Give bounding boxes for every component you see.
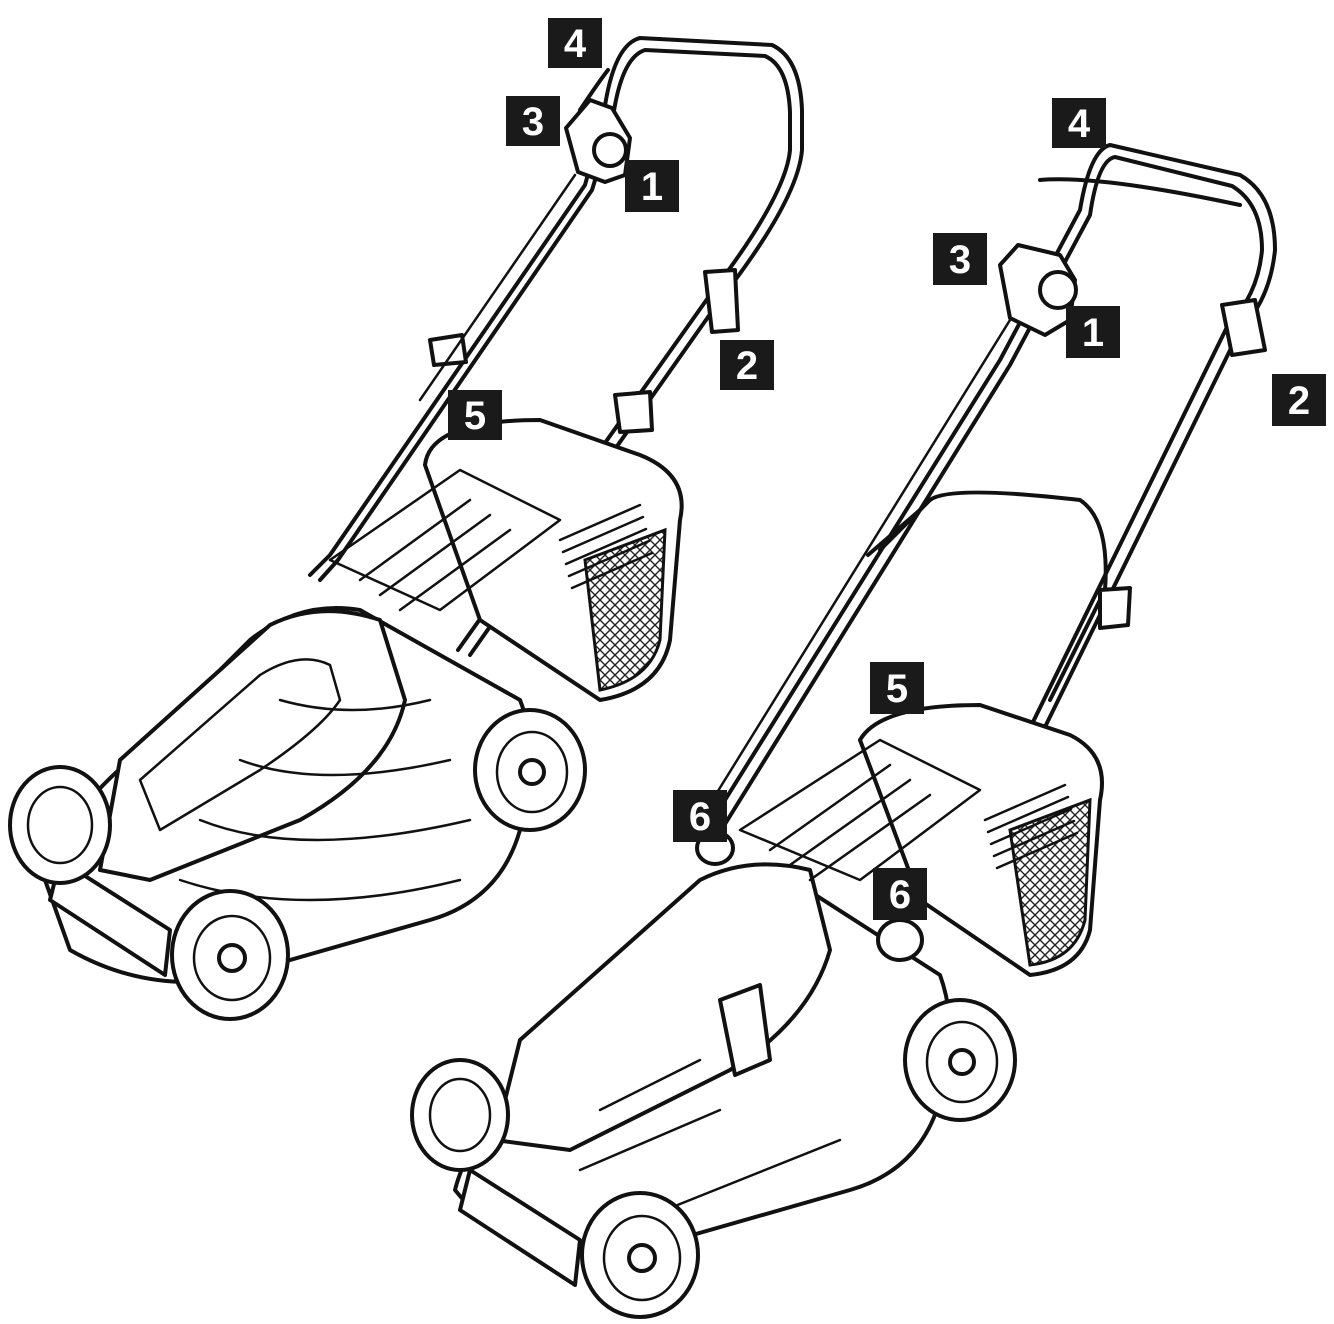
left-mower-handle — [308, 36, 804, 657]
left-mower-wheels — [8, 708, 587, 1021]
callout-right-3: 3 — [933, 233, 987, 285]
svg-text:1: 1 — [1082, 311, 1104, 355]
right-mower-grassbag — [858, 703, 1104, 977]
callout-right-6-left: 6 — [673, 790, 727, 842]
right-mower-deck — [453, 738, 982, 1287]
callout-right-2: 2 — [1272, 374, 1326, 426]
svg-text:2: 2 — [736, 344, 758, 388]
svg-text:2: 2 — [1288, 379, 1310, 423]
left-mower-deck — [43, 468, 562, 984]
svg-text:1: 1 — [641, 165, 663, 209]
callout-right-6-right: 6 — [873, 868, 927, 920]
callout-left-2: 2 — [720, 340, 774, 390]
svg-text:3: 3 — [522, 100, 544, 144]
right-front-wheel — [580, 1191, 700, 1319]
svg-text:5: 5 — [886, 667, 908, 711]
right-rear-wheel-back — [410, 1058, 510, 1172]
right-callouts: 4 3 1 2 5 6 6 — [673, 98, 1326, 920]
svg-text:4: 4 — [564, 22, 587, 66]
left-mower-grassbag — [423, 418, 684, 702]
left-rear-wheel-right — [473, 708, 587, 832]
svg-text:6: 6 — [689, 795, 711, 839]
right-rear-wheel-right — [903, 998, 1017, 1122]
right-mower — [410, 143, 1277, 1319]
left-mower — [8, 36, 804, 1021]
callout-right-4: 4 — [1052, 98, 1106, 148]
svg-text:3: 3 — [949, 238, 971, 282]
callout-left-3: 3 — [506, 96, 560, 146]
left-rear-wheel-back — [8, 765, 112, 885]
svg-text:4: 4 — [1068, 102, 1091, 146]
callout-left-5: 5 — [448, 390, 502, 440]
left-callouts: 4 3 1 2 5 — [448, 18, 774, 440]
right-mower-wheels — [410, 998, 1017, 1319]
right-height-lever — [718, 983, 772, 1077]
svg-text:6: 6 — [889, 873, 911, 917]
svg-text:5: 5 — [464, 394, 486, 438]
left-front-wheel — [170, 889, 290, 1021]
callout-left-1: 1 — [625, 160, 679, 212]
callout-left-4: 4 — [548, 18, 602, 68]
callout-right-5: 5 — [870, 662, 924, 714]
right-mower-handle — [698, 143, 1277, 902]
callout-right-1: 1 — [1066, 306, 1120, 358]
